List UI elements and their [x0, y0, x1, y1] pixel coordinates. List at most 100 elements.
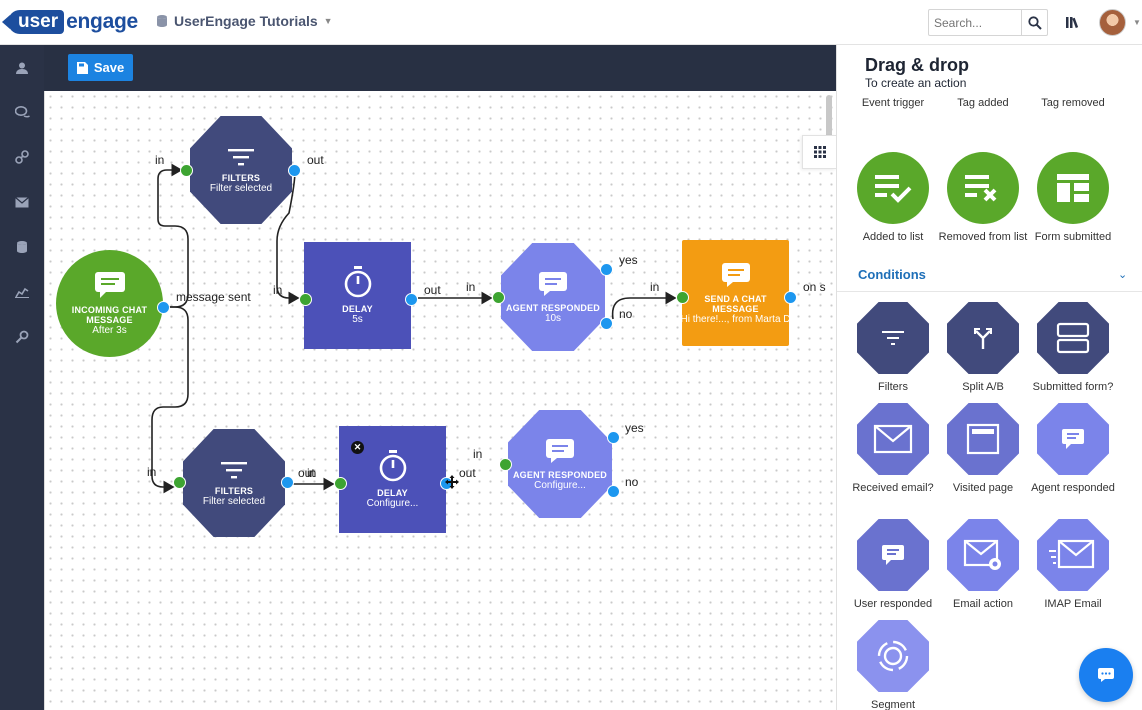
split-icon [947, 302, 1019, 374]
incoming-chat-message-node[interactable]: INCOMING CHAT MESSAGE After 3s [56, 250, 163, 357]
settings-icon[interactable] [13, 328, 31, 346]
input-port[interactable] [180, 164, 193, 177]
canvas-scrollbar[interactable] [825, 93, 833, 173]
send-chat-message-node[interactable]: SEND A CHAT MESSAGE Hi there!..., from M… [680, 240, 791, 346]
form-icon [1037, 152, 1109, 224]
palette-item-label: Tag added [957, 97, 1009, 109]
database-icon[interactable] [13, 238, 31, 256]
palette-item-added-to-list[interactable]: Added to list [847, 152, 939, 245]
port-label-out: out [307, 153, 324, 167]
input-port[interactable] [676, 291, 689, 304]
conditions-header[interactable]: Conditions [858, 267, 926, 282]
mail-settings-icon [947, 519, 1019, 591]
chat-message-icon [539, 271, 567, 296]
port-label-out: out [459, 466, 476, 480]
port-label-in: in [155, 153, 165, 167]
output-port-no[interactable] [607, 485, 620, 498]
panel-toggle-button[interactable] [802, 135, 836, 169]
palette-item-label: Visited page [952, 482, 1014, 494]
output-port[interactable] [405, 293, 418, 306]
palette-item-removed-from-list[interactable]: Removed from list [937, 152, 1029, 245]
top-bar: user engage UserEngage Tutorials ▼ ▼ [0, 0, 1142, 45]
port-label-out: out [424, 283, 441, 297]
drag-drop-panel: Event trigger Tag added Tag removed Drag… [836, 45, 1142, 710]
database-icon [157, 15, 167, 27]
palette-item-submitted-form[interactable]: Submitted form? [1027, 302, 1119, 395]
output-port-no[interactable] [600, 317, 613, 330]
filters-node[interactable]: FILTERS Filter selected [183, 429, 285, 537]
input-port[interactable] [299, 293, 312, 306]
search-input[interactable] [929, 10, 1021, 35]
port-label-yes: yes [625, 421, 644, 435]
output-port[interactable] [157, 301, 170, 314]
logo[interactable]: user engage [1, 9, 138, 35]
port-label-no: no [619, 307, 633, 321]
palette-item-segment[interactable]: Segment [847, 620, 939, 710]
input-port[interactable] [492, 291, 505, 304]
palette-item-agent-responded[interactable]: Agent responded [1027, 403, 1119, 496]
input-port[interactable] [499, 458, 512, 471]
flow-canvas[interactable]: INCOMING CHAT MESSAGE After 3s message s… [44, 91, 836, 710]
search-button[interactable] [1021, 10, 1047, 35]
output-port[interactable] [281, 476, 294, 489]
palette-item-received-email[interactable]: Received email? [847, 403, 939, 496]
output-port[interactable] [784, 291, 797, 304]
close-icon[interactable]: ✕ [351, 441, 364, 454]
port-label-in: in [473, 447, 483, 461]
palette-item-imap-email[interactable]: IMAP Email [1027, 519, 1119, 612]
chat-message-icon [857, 519, 929, 591]
node-subtitle: Filter selected [209, 182, 273, 194]
port-label-in: in [147, 465, 157, 479]
palette-item-label: Form submitted [1034, 231, 1112, 243]
link-icon[interactable] [13, 148, 31, 166]
palette-item-label: Filters [878, 381, 908, 393]
palette-item-split-ab[interactable]: Split A/B [937, 302, 1029, 395]
divider [837, 291, 1142, 292]
mail-icon [857, 403, 929, 475]
panel-title: Drag & drop [865, 55, 970, 75]
chevron-down-icon[interactable]: ⌄ [1118, 269, 1128, 281]
palette-item-label: User responded [853, 598, 933, 610]
chat-icon[interactable] [13, 103, 31, 121]
search-box [928, 9, 1048, 36]
filter-icon [857, 302, 929, 374]
project-selector[interactable]: UserEngage Tutorials ▼ [156, 13, 333, 29]
palette-item-label: Agent responded [1031, 482, 1115, 494]
palette-item-filters[interactable]: Filters [847, 302, 939, 395]
output-port-yes[interactable] [607, 431, 620, 444]
user-icon[interactable] [13, 59, 31, 77]
node-title: AGENT RESPONDED [512, 469, 607, 480]
palette-item-user-responded[interactable]: User responded [847, 519, 939, 612]
save-button[interactable]: Save [68, 54, 133, 81]
input-port[interactable] [334, 477, 347, 490]
editor-toolbar: Save [44, 45, 836, 91]
palette-item-form-submitted[interactable]: Form submitted [1027, 152, 1119, 245]
palette-item-label: Submitted form? [1032, 381, 1114, 393]
avatar[interactable] [1099, 9, 1126, 36]
agent-responded-node[interactable]: AGENT RESPONDED 10s [501, 243, 605, 351]
scrollbar-thumb[interactable] [826, 95, 832, 140]
output-port[interactable] [288, 164, 301, 177]
delay-node[interactable]: DELAY 5s [304, 242, 411, 349]
agent-responded-node[interactable]: AGENT RESPONDED Configure... [508, 410, 612, 518]
palette-item-email-action[interactable]: Email action [937, 519, 1029, 612]
filter-icon [228, 148, 254, 165]
palette-item-visited-page[interactable]: Visited page [937, 403, 1029, 496]
connection-lines [151, 163, 677, 494]
chevron-down-icon[interactable]: ▼ [1133, 18, 1141, 27]
input-port[interactable] [173, 476, 186, 489]
output-port-yes[interactable] [600, 263, 613, 276]
node-title: FILTERS [214, 485, 254, 496]
mail-icon[interactable] [13, 193, 31, 211]
node-subtitle: Filter selected [202, 495, 266, 507]
chart-icon[interactable] [13, 283, 31, 301]
live-chat-button[interactable] [1079, 648, 1133, 702]
filters-node[interactable]: FILTERS Filter selected [190, 116, 292, 224]
chat-message-icon [721, 262, 750, 287]
palette-item-label: Event trigger [861, 97, 925, 109]
node-title: INCOMING CHAT MESSAGE [71, 305, 148, 325]
port-label-in: in [650, 280, 660, 294]
search-icon [1027, 15, 1042, 30]
palette-item-label: Segment [870, 699, 916, 710]
library-icon[interactable] [1066, 16, 1080, 28]
